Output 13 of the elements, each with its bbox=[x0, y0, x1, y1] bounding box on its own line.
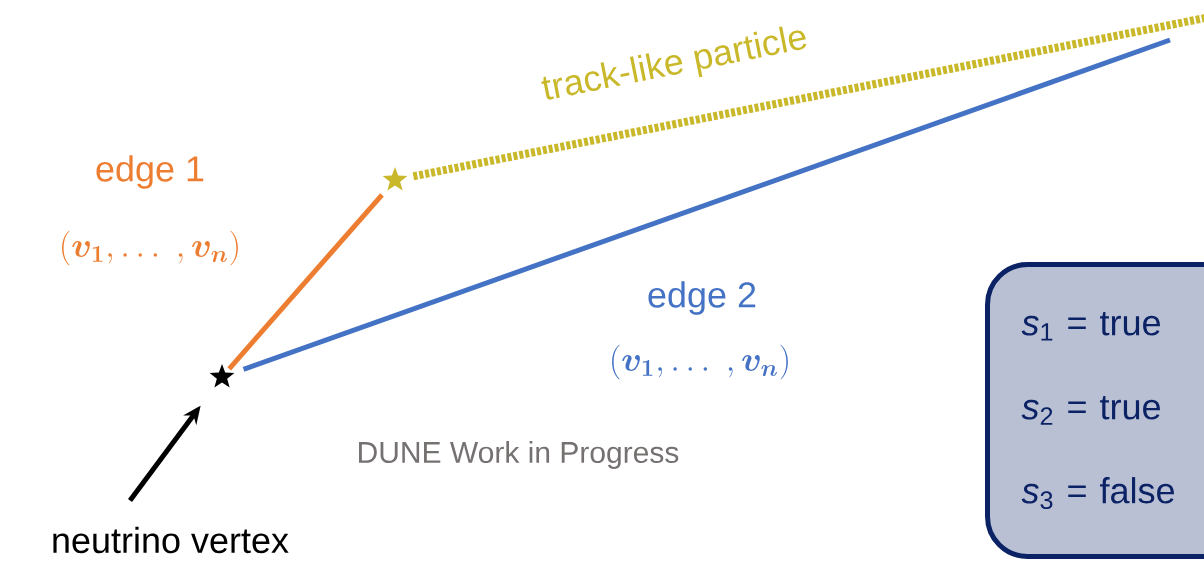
edge-label: edge 2 bbox=[648, 281, 756, 315]
track-line bbox=[242, 37, 1171, 372]
vector-formula: $(\boldsymbol{v_1}, \ldots\ , \boldsymbol{v_n})$ bbox=[612, 344, 788, 380]
state-box: s$_{1}$ = true s$_{2}$ = true s$_{3}$ = false bbox=[985, 262, 1204, 559]
vector-formula: $(\boldsymbol{v_1}, \ldots\ , \boldsymbol{v_n})$ bbox=[62, 230, 238, 266]
track-line bbox=[227, 193, 384, 371]
edge-label: edge 1 bbox=[96, 155, 204, 189]
edge-label: track-like particle bbox=[541, 26, 807, 100]
node-label: neutrino vertex bbox=[53, 526, 289, 554]
star-marker bbox=[209, 364, 235, 388]
star-marker bbox=[382, 167, 408, 191]
track-line bbox=[412, 12, 1204, 181]
watermark-text: DUNE Work in Progress bbox=[359, 441, 679, 469]
